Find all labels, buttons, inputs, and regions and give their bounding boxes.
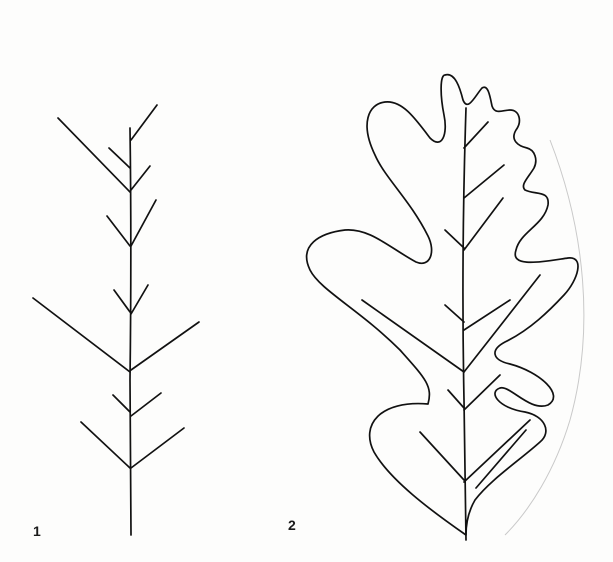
fig2-vein-1-right <box>464 122 488 148</box>
fig1-vein-4-right <box>131 285 148 314</box>
fig2-vein-5-right <box>464 300 510 330</box>
figure-2-label: 2 <box>288 518 296 532</box>
fig2-leaf-outline <box>307 75 578 535</box>
fig2-vein-6-left <box>448 390 464 408</box>
fig1-vein-6-right <box>131 393 161 416</box>
fig1-vein-4-left <box>114 290 130 312</box>
fig1-vein-3-left <box>107 216 130 246</box>
fig1-vein-top-left <box>58 118 130 192</box>
fig2-faint-margin-line <box>505 140 584 535</box>
figure-2-oak-leaf <box>307 75 584 540</box>
fig2-vein-7-right <box>464 420 530 482</box>
figure-1-label: 1 <box>33 524 41 538</box>
fig2-vein-3-left <box>445 230 464 248</box>
fig1-vein-top-right <box>131 105 157 140</box>
fig2-vein-7-left <box>420 432 464 480</box>
fig1-vein-7-left <box>81 422 130 468</box>
fig2-midrib <box>463 108 466 540</box>
fig2-vein-3-right <box>464 198 503 250</box>
fig2-vein-4-left <box>362 300 464 372</box>
fig1-vein-7-right <box>131 428 184 468</box>
fig2-vein-2-right <box>464 165 504 198</box>
fig1-vein-2-right <box>131 166 150 190</box>
fig1-vein-3-right <box>131 200 156 246</box>
fig1-vein-6-left <box>113 395 130 412</box>
figure-1-branch-skeleton <box>33 105 199 535</box>
fig1-vein-5-right <box>131 322 199 370</box>
fig1-vein-2-left <box>109 148 130 168</box>
fig2-vein-5-left <box>445 305 464 322</box>
fig1-vein-5-left <box>33 298 130 372</box>
